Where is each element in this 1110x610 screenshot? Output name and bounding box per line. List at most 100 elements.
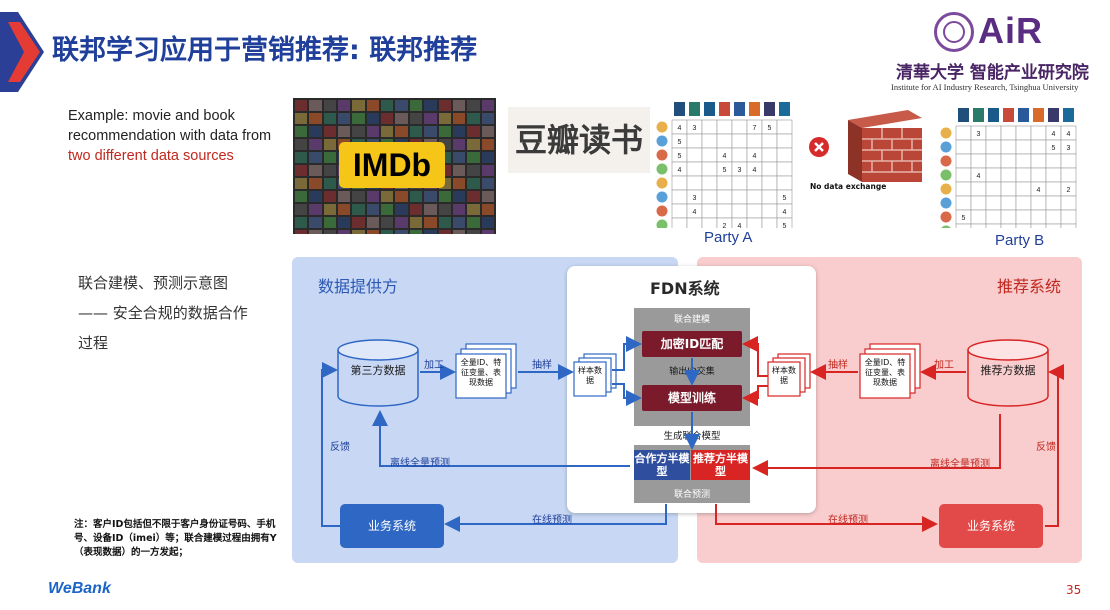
movie-poster-thumb xyxy=(481,152,494,163)
movie-poster-thumb xyxy=(467,178,480,189)
party-a-cell xyxy=(761,133,778,149)
recommender-half-model: 推荐方半模型 xyxy=(691,450,750,480)
tsinghua-institute-name: 清華大学 智能产业研究院 xyxy=(896,63,1089,83)
party-a-cell xyxy=(731,175,748,191)
party-b-cell xyxy=(1045,153,1062,169)
page-number: 35 xyxy=(1066,583,1082,597)
movie-poster-thumb xyxy=(309,113,322,124)
party-a-rating: 5 xyxy=(678,139,682,146)
movie-poster-thumb xyxy=(381,113,394,124)
movie-poster-thumb xyxy=(424,100,437,111)
party-a-item-cover xyxy=(674,102,685,116)
party-b-rating: 4 xyxy=(1067,131,1071,138)
diagram-caption: 联合建模、预测示意图 —— 安全合规的数据合作 过程 xyxy=(78,268,278,358)
party-b-cell xyxy=(985,125,1002,141)
movie-poster-thumb xyxy=(481,217,494,228)
party-b-cell xyxy=(970,195,987,211)
sample-data-label-left: 样本数据 xyxy=(578,366,602,385)
party-a-cell xyxy=(746,175,763,191)
movie-poster-thumb xyxy=(366,126,380,137)
party-b-item-cover xyxy=(988,108,999,122)
party-a-cell xyxy=(716,119,733,135)
party-a-cell xyxy=(776,175,793,191)
movie-poster-thumb xyxy=(424,126,437,137)
party-a-cell xyxy=(686,217,703,228)
party-a-user-avatar-icon xyxy=(656,191,668,203)
movie-poster-thumb xyxy=(424,230,437,234)
party-a-cell xyxy=(701,217,718,228)
movie-poster-thumb xyxy=(381,230,394,234)
party-a-rating: 4 xyxy=(723,153,727,160)
party-b-cell xyxy=(955,139,972,155)
movie-poster-thumb xyxy=(481,204,494,215)
sample-data-label-right: 样本数据 xyxy=(772,366,796,385)
party-b-cell xyxy=(1015,209,1032,225)
recommender-data-label: 推荐方数据 xyxy=(980,364,1036,377)
party-a-rating: 5 xyxy=(723,167,727,174)
movie-poster-thumb xyxy=(467,217,480,228)
movie-poster-thumb xyxy=(323,100,337,111)
party-b-cell xyxy=(985,209,1002,225)
movie-poster-thumb xyxy=(366,204,380,215)
movie-poster-thumb xyxy=(323,139,337,150)
party-a-rating: 5 xyxy=(678,153,682,160)
movie-poster-thumb xyxy=(352,204,365,215)
offline-prediction-label-right: 离线全量预测 xyxy=(930,459,990,470)
feedback-label-right: 反馈 xyxy=(1036,442,1056,453)
business-system-right: 业务系统 xyxy=(939,504,1043,548)
party-a-cell xyxy=(761,161,778,177)
movie-poster-thumb xyxy=(467,126,480,137)
movie-poster-thumb xyxy=(438,204,451,215)
party-b-label: Party B xyxy=(995,232,1045,249)
party-b-cell xyxy=(985,181,1002,197)
douban-books-logo: 豆瓣读书 xyxy=(508,107,650,173)
party-b-user-avatar-icon xyxy=(940,169,952,181)
party-a-cell xyxy=(671,189,688,205)
party-b-cell xyxy=(1015,223,1032,228)
party-b-cell xyxy=(1060,195,1077,211)
party-a-cell xyxy=(731,133,748,149)
party-b-item-cover xyxy=(1018,108,1029,122)
movie-poster-thumb xyxy=(467,204,480,215)
party-a-cell xyxy=(731,119,748,135)
movie-poster-thumb xyxy=(381,217,394,228)
movie-poster-thumb xyxy=(323,152,337,163)
movie-poster-thumb xyxy=(452,126,466,137)
movie-poster-thumb xyxy=(352,191,365,202)
party-a-cell xyxy=(746,217,763,228)
movie-poster-thumb xyxy=(381,126,394,137)
movie-poster-thumb xyxy=(409,217,423,228)
party-b-user-avatar-icon xyxy=(940,155,952,167)
fdn-title: FDN系统 xyxy=(650,279,720,298)
party-b-cell xyxy=(985,153,1002,169)
full-data-label-left: 全量ID、特征变量、表现数据 xyxy=(460,358,502,387)
party-a-cell xyxy=(701,175,718,191)
movie-poster-thumb xyxy=(309,100,322,111)
movie-poster-thumb xyxy=(323,217,337,228)
party-b-cell xyxy=(1060,223,1077,228)
partner-half-model: 合作方半模型 xyxy=(634,450,690,480)
movie-poster-thumb xyxy=(309,165,322,176)
party-a-rating: 3 xyxy=(738,167,742,174)
chevron-decoration-icon xyxy=(0,12,44,92)
movie-poster-thumb xyxy=(338,217,351,228)
online-prediction-label-right: 在线预测 xyxy=(828,515,868,526)
movie-poster-thumb xyxy=(452,152,466,163)
intro-text-main: Example: movie and book recommendation w… xyxy=(68,108,272,144)
movie-poster-thumb xyxy=(395,204,408,215)
party-a-cell xyxy=(686,175,703,191)
movie-poster-thumb xyxy=(309,139,322,150)
movie-poster-thumb xyxy=(381,191,394,202)
party-a-label: Party A xyxy=(704,229,753,246)
party-a-cell xyxy=(686,133,703,149)
party-a-cell xyxy=(701,161,718,177)
party-b-cell xyxy=(1030,139,1047,155)
movie-poster-thumb xyxy=(395,113,408,124)
movie-poster-thumb xyxy=(309,178,322,189)
party-b-item-cover xyxy=(958,108,969,122)
movie-poster-thumb xyxy=(338,191,351,202)
party-a-rating: 4 xyxy=(753,153,757,160)
movie-poster-thumb xyxy=(352,126,365,137)
movie-poster-thumb xyxy=(481,113,494,124)
